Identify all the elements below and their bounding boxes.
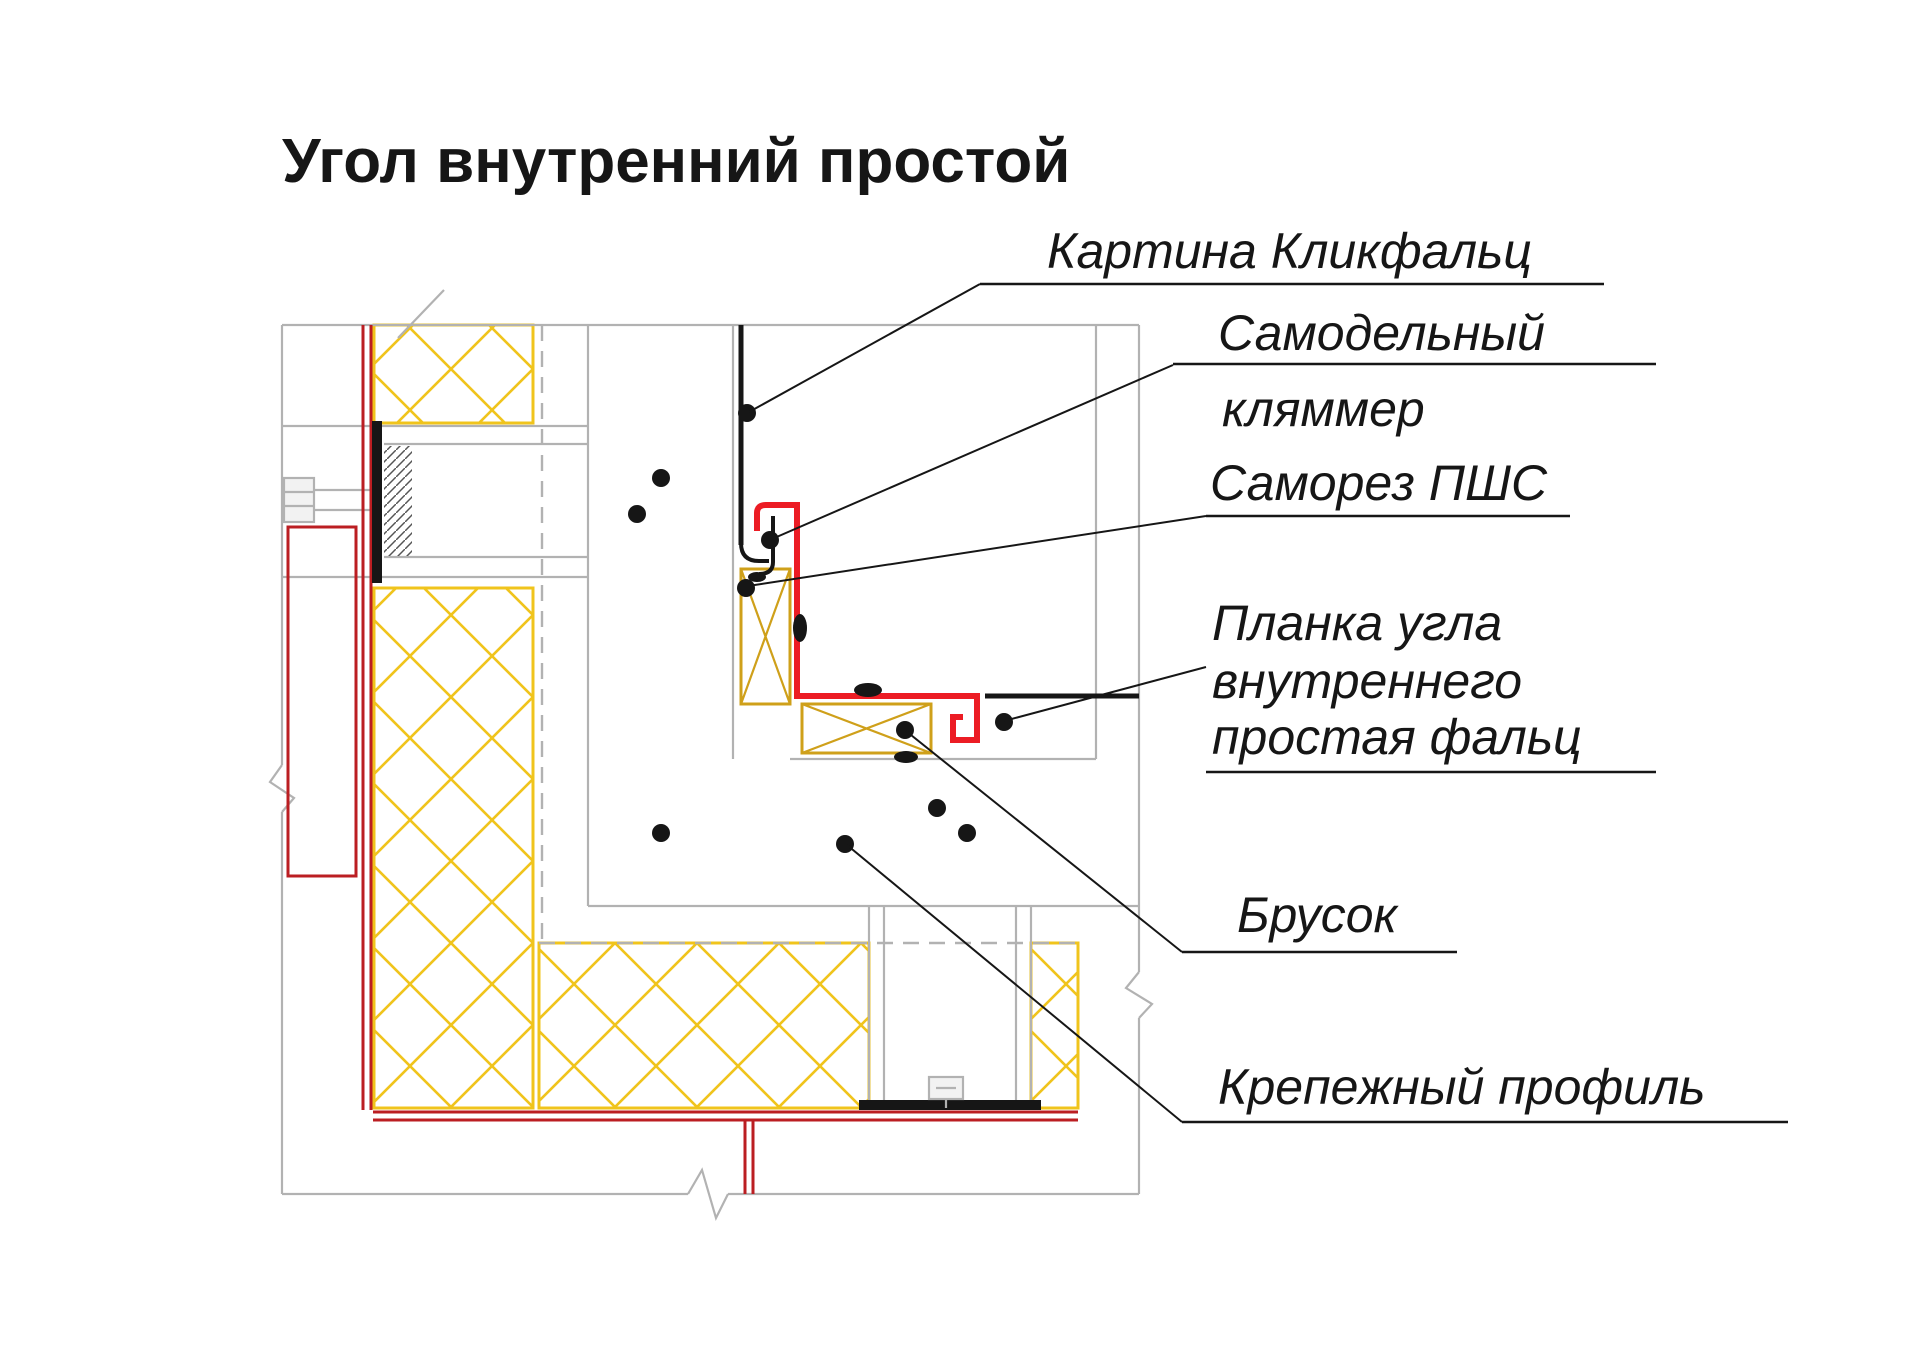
corner-flashing xyxy=(754,502,980,743)
wall-structure-lines xyxy=(586,325,1139,908)
bracket-hatch xyxy=(384,446,412,556)
membrane-dashed-lines xyxy=(539,325,1078,945)
label-klyammer-line1: Самодельный xyxy=(1218,305,1545,361)
label-planka-line2: внутреннего xyxy=(1212,653,1522,709)
label-brusok: Брусок xyxy=(1237,887,1399,943)
drawing-boundary xyxy=(268,289,1154,1222)
leader-kartina xyxy=(748,283,981,413)
label-planka-line1: Планка угла xyxy=(1212,595,1502,651)
leader-lines xyxy=(747,283,1207,1123)
anchor-screw-icon xyxy=(282,476,316,524)
leader-krepezh xyxy=(846,844,1183,1123)
label-samorez: Саморез ПШС xyxy=(1210,455,1548,511)
leader-samorez xyxy=(747,515,1207,587)
klikfalz-panel xyxy=(738,325,1139,699)
fastener-dots xyxy=(628,404,1013,853)
labels: Картина Кликфальц Самодельный кляммер Са… xyxy=(1047,223,1705,1115)
insulation-areas xyxy=(372,323,1080,1110)
wood-blocks xyxy=(739,567,933,755)
label-klyammer-line2: кляммер xyxy=(1222,381,1425,437)
break-mark-top xyxy=(397,289,445,339)
label-planka-line3: простая фальц xyxy=(1212,709,1582,765)
label-kartina: Картина Кликфальц xyxy=(1047,223,1532,279)
wall-anchor-bracket xyxy=(282,424,588,579)
mounting-profile xyxy=(859,906,1041,1110)
leader-planka xyxy=(1003,666,1207,722)
wall-cladding-red-lines xyxy=(286,325,1078,1194)
leader-klyammer xyxy=(771,364,1174,540)
label-krepezh: Крепежный профиль xyxy=(1218,1059,1705,1115)
label-rules xyxy=(980,282,1788,1124)
page-title: Угол внутренний простой xyxy=(282,127,1070,196)
leader-brusok xyxy=(905,730,1183,953)
